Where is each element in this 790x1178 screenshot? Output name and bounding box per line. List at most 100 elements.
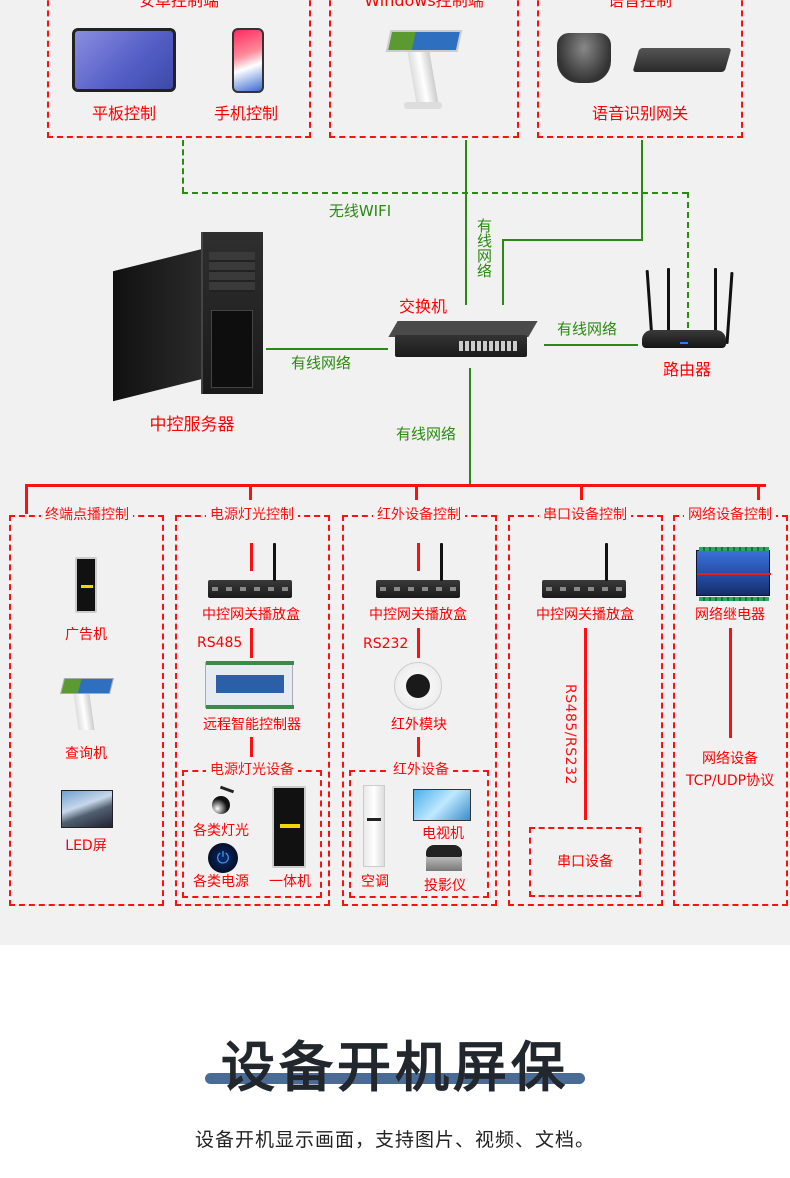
col2-connector-top	[250, 543, 253, 571]
col3-gateway-label: 中控网关播放盒	[369, 607, 467, 623]
voice-gateway-image	[632, 48, 732, 72]
wired-label-vertical: 有线网络	[475, 218, 493, 278]
group-android	[47, 0, 311, 138]
bus-drop-1	[25, 484, 28, 514]
bus-drop-4	[580, 484, 583, 500]
switch-image	[388, 313, 538, 361]
spotlight-image	[208, 785, 236, 816]
bus-drop-3	[415, 484, 418, 500]
col3-protocol: RS232	[363, 636, 409, 652]
col5-connector	[729, 628, 732, 738]
all-in-one-image	[272, 786, 306, 868]
network-device-label: 网络设备	[702, 751, 758, 767]
voice-wire-horizontal	[502, 239, 643, 241]
group-voice-title: 语音控制	[607, 0, 673, 10]
ir-module-label: 红外模块	[391, 717, 447, 733]
network-protocol-label: TCP/UDP协议	[685, 773, 775, 789]
bus-drop-5	[757, 484, 760, 500]
air-conditioner-label: 空调	[361, 874, 389, 890]
network-relay-image	[696, 547, 771, 601]
col3-connector-top	[417, 543, 420, 571]
ir-module-image	[394, 662, 442, 710]
title-underline-bar	[205, 1073, 585, 1084]
switch-label: 交换机	[398, 297, 448, 316]
col2-subgroup-title: 电源灯光设备	[206, 762, 298, 778]
router-image	[640, 268, 736, 352]
server-switch-wire	[266, 348, 388, 350]
screensaver-section: 设备开机屏保 设备开机显示画面，支持图片、视频、文档。	[0, 945, 790, 1178]
group-voice	[537, 0, 743, 138]
col3-connector-mid	[417, 628, 420, 658]
col2-connector-bottom	[250, 737, 253, 757]
col4-antenna	[605, 543, 608, 581]
col3-gateway-image	[376, 580, 460, 598]
serial-device-box	[529, 827, 641, 897]
distribution-bus	[25, 484, 766, 487]
col2-controller-label: 远程智能控制器	[203, 717, 301, 733]
col3-subgroup-title: 红外设备	[389, 762, 453, 778]
col3-antenna	[440, 543, 443, 581]
ad-machine-image	[75, 557, 97, 613]
air-conditioner-image	[363, 785, 385, 867]
router-label: 路由器	[662, 360, 712, 379]
led-screen-label: LED屏	[65, 838, 107, 854]
col4-connector	[584, 628, 587, 820]
downlink-wired-label: 有线网络	[395, 425, 457, 443]
col4-gateway-image	[542, 580, 626, 598]
kiosk-image	[385, 30, 463, 52]
tv-image	[413, 789, 471, 821]
column-power-light-title: 电源灯光控制	[206, 507, 298, 523]
query-machine-label: 查询机	[65, 746, 107, 762]
query-machine-image	[60, 678, 114, 694]
smart-speaker-image	[557, 33, 611, 83]
router-wired-label: 有线网络	[556, 320, 618, 338]
network-relay-label: 网络继电器	[695, 607, 765, 623]
switch-router-wire	[544, 344, 638, 346]
projector-image	[426, 845, 462, 873]
all-in-one-label: 一体机	[269, 874, 311, 890]
column-network-title: 网络设备控制	[684, 507, 776, 523]
section-title: 设备开机屏保	[221, 1036, 569, 1099]
col2-protocol: RS485	[197, 635, 243, 651]
voice-wire-to-switch	[502, 239, 504, 305]
lights-label: 各类灯光	[193, 823, 249, 839]
col2-gateway-image	[208, 580, 292, 598]
server-image	[113, 232, 263, 402]
voice-gateway-label: 语音识别网关	[591, 104, 689, 123]
server-wired-label: 有线网络	[290, 354, 352, 372]
system-diagram: 安卓控制端 平板控制 手机控制 Windows控制端 语音控制 语音识别网关 无…	[0, 0, 790, 945]
col2-antenna	[273, 543, 276, 581]
switch-down-wire	[469, 368, 471, 486]
windows-wire	[465, 140, 467, 305]
column-infrared-title: 红外设备控制	[373, 507, 465, 523]
wifi-line-horizontal	[182, 192, 688, 194]
phone-image	[232, 28, 264, 93]
column-serial-title: 串口设备控制	[539, 507, 631, 523]
group-windows-title: Windows控制端	[364, 0, 484, 10]
wifi-label: 无线WIFI	[328, 202, 392, 220]
serial-device-label: 串口设备	[557, 854, 613, 870]
section-subtitle: 设备开机显示画面，支持图片、视频、文档。	[194, 1129, 596, 1151]
tv-label: 电视机	[422, 826, 464, 842]
smart-controller-image	[205, 661, 294, 709]
power-button-image: ⏻	[208, 843, 238, 873]
group-android-title: 安卓控制端	[138, 0, 220, 10]
ad-machine-label: 广告机	[65, 627, 107, 643]
group-windows	[329, 0, 519, 138]
column-terminal-title: 终端点播控制	[41, 507, 133, 523]
server-label: 中控服务器	[149, 415, 235, 435]
wifi-line-router	[687, 192, 689, 328]
col2-gateway-label: 中控网关播放盒	[202, 607, 300, 623]
phone-label: 手机控制	[213, 104, 279, 123]
power-label: 各类电源	[193, 874, 249, 890]
projector-label: 投影仪	[424, 878, 466, 894]
col2-connector-mid	[250, 628, 253, 658]
col3-connector-bottom	[417, 737, 420, 757]
wifi-line-left	[182, 140, 184, 193]
tablet-image	[72, 28, 176, 92]
kiosk-base	[404, 102, 442, 109]
tablet-label: 平板控制	[91, 104, 157, 123]
led-screen-image	[61, 790, 113, 828]
col4-gateway-label: 中控网关播放盒	[536, 607, 634, 623]
voice-wire-vertical	[641, 140, 643, 240]
